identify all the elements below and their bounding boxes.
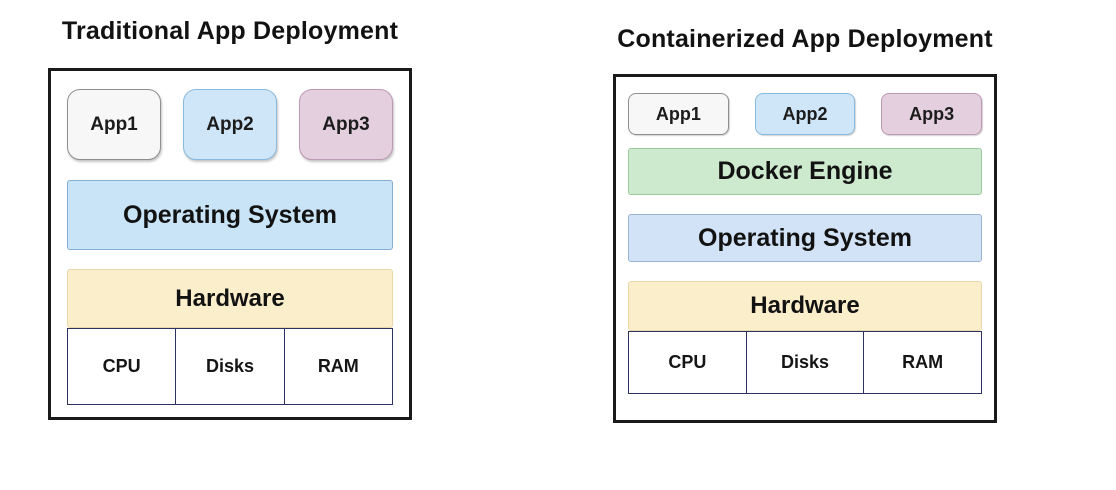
traditional-title: Traditional App Deployment [61,17,399,45]
traditional-apps-row: App1 App2 App3 [67,89,393,160]
containerized-hardware-layer: Hardware [628,281,982,331]
containerized-app3-box: App3 [881,93,983,135]
containerized-deployment-panel: Containerized App Deployment App1 App2 A… [613,24,997,423]
containerized-ram-cell: RAM [863,332,981,393]
containerized-disks-cell: Disks [745,332,864,393]
containerized-title: Containerized App Deployment [617,25,993,53]
traditional-stack-box: App1 App2 App3 Operating System Hardware… [48,68,412,420]
traditional-ram-cell: RAM [283,329,392,404]
containerized-os-layer: Operating System [628,214,982,262]
traditional-app1-box: App1 [67,89,161,160]
containerized-app1-box: App1 [628,93,729,135]
containerized-cpu-cell: CPU [668,352,707,372]
traditional-hardware-components-row: CPU Disks RAM [67,328,393,405]
traditional-app2-box: App2 [183,89,277,160]
docker-engine-layer: Docker Engine [628,148,982,195]
traditional-hardware-layer: Hardware [67,269,393,328]
traditional-deployment-panel: Traditional App Deployment App1 App2 App… [48,16,412,420]
containerized-apps-row: App1 App2 App3 [628,93,983,135]
containerized-hardware-components-row: CPU Disks RAM [628,331,982,394]
traditional-app3-box: App3 [299,89,393,160]
containerized-stack-box: App1 App2 App3 Docker Engine Operating S… [613,74,997,423]
containerized-app2-box: App2 [754,93,856,135]
traditional-disks-cell: Disks [175,329,283,404]
traditional-os-layer: Operating System [67,180,393,250]
traditional-cpu-cell: CPU [102,356,141,376]
